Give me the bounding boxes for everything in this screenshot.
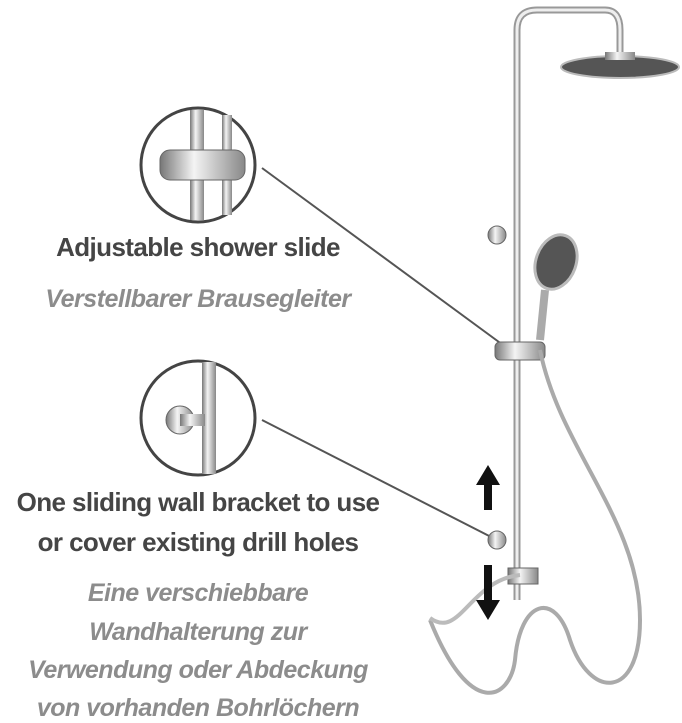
callout-line-slide	[261, 167, 504, 346]
bracket-subtitle-line-1: Eine verschiebbare	[87, 579, 309, 607]
slide-detail-circle	[139, 106, 257, 224]
bracket-title-line-1: One sliding wall bracket to use	[16, 487, 380, 517]
bracket-title-line-2: or cover existing drill holes	[37, 527, 359, 557]
slide-subtitle: Verstellbarer Brausegleiter	[45, 285, 351, 313]
callout-line-bracket	[261, 419, 498, 541]
down-arrow-icon	[476, 565, 500, 620]
bracket-subtitle-line-4: von vorhanden Bohrlöchern	[36, 694, 360, 722]
bracket-detail-circle	[139, 359, 257, 477]
bracket-subtitle-line-3: Verwendung oder Abdeckung	[28, 656, 368, 684]
slide-title: Adjustable shower slide	[56, 232, 340, 262]
shower-column	[428, 6, 680, 695]
bracket-subtitle-line-2: Wandhalterung zur	[89, 618, 307, 646]
up-arrow-icon	[476, 465, 500, 510]
